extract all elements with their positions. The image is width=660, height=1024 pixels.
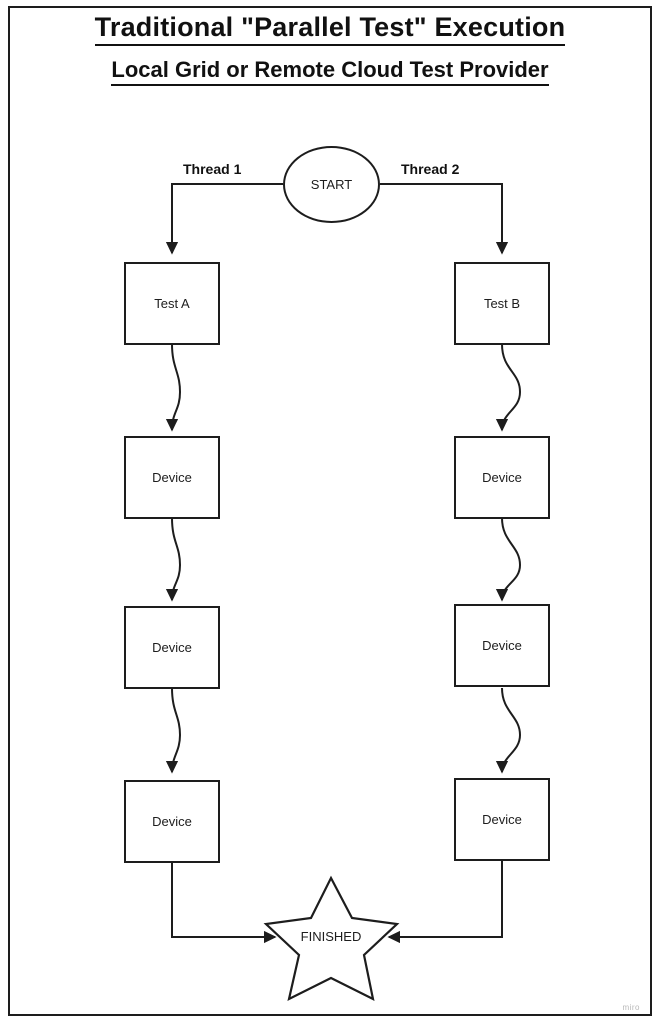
node-right-device-1[interactable]: Device <box>454 436 550 519</box>
finished-star-shape <box>263 875 400 1002</box>
start-node[interactable]: START <box>283 146 380 223</box>
node-test-a-label: Test A <box>154 296 190 311</box>
start-node-label: START <box>310 177 353 192</box>
node-left-device-2-label: Device <box>152 640 192 655</box>
node-test-b-label: Test B <box>483 296 521 311</box>
connector-left-1 <box>165 343 182 432</box>
connector-right-1 <box>495 343 522 432</box>
node-left-device-1-label: Device <box>152 470 192 485</box>
node-test-a[interactable]: Test A <box>124 262 220 345</box>
connector-right-to-finished <box>387 860 503 944</box>
connector-left-3 <box>165 687 182 774</box>
miro-watermark: miro <box>622 1003 640 1012</box>
connector-left-to-finished <box>171 862 277 944</box>
page-title-text: Traditional "Parallel Test" Execution <box>94 12 566 46</box>
node-test-b[interactable]: Test B <box>454 262 550 345</box>
connector-left-2 <box>165 517 182 602</box>
page-subtitle-text: Local Grid or Remote Cloud Test Provider <box>111 57 549 86</box>
node-right-device-2-label: Device <box>482 638 522 653</box>
page-title: Traditional "Parallel Test" Execution <box>0 12 660 46</box>
node-right-device-3-label: Device <box>482 812 522 827</box>
finished-node-label: FINISHED <box>300 929 362 944</box>
node-right-device-2[interactable]: Device <box>454 604 550 687</box>
page-border <box>8 6 652 1016</box>
node-left-device-3-label: Device <box>152 814 192 829</box>
connector-start-to-test-b <box>380 183 509 255</box>
connector-right-3 <box>495 687 522 774</box>
node-left-device-1[interactable]: Device <box>124 436 220 519</box>
node-left-device-2[interactable]: Device <box>124 606 220 689</box>
node-left-device-3[interactable]: Device <box>124 780 220 863</box>
page-subtitle: Local Grid or Remote Cloud Test Provider <box>0 57 660 86</box>
thread-2-label: Thread 2 <box>401 161 460 177</box>
connector-start-to-test-a <box>165 183 283 255</box>
node-right-device-3[interactable]: Device <box>454 778 550 861</box>
connector-right-2 <box>495 517 522 602</box>
node-right-device-1-label: Device <box>482 470 522 485</box>
thread-1-label: Thread 1 <box>183 161 242 177</box>
